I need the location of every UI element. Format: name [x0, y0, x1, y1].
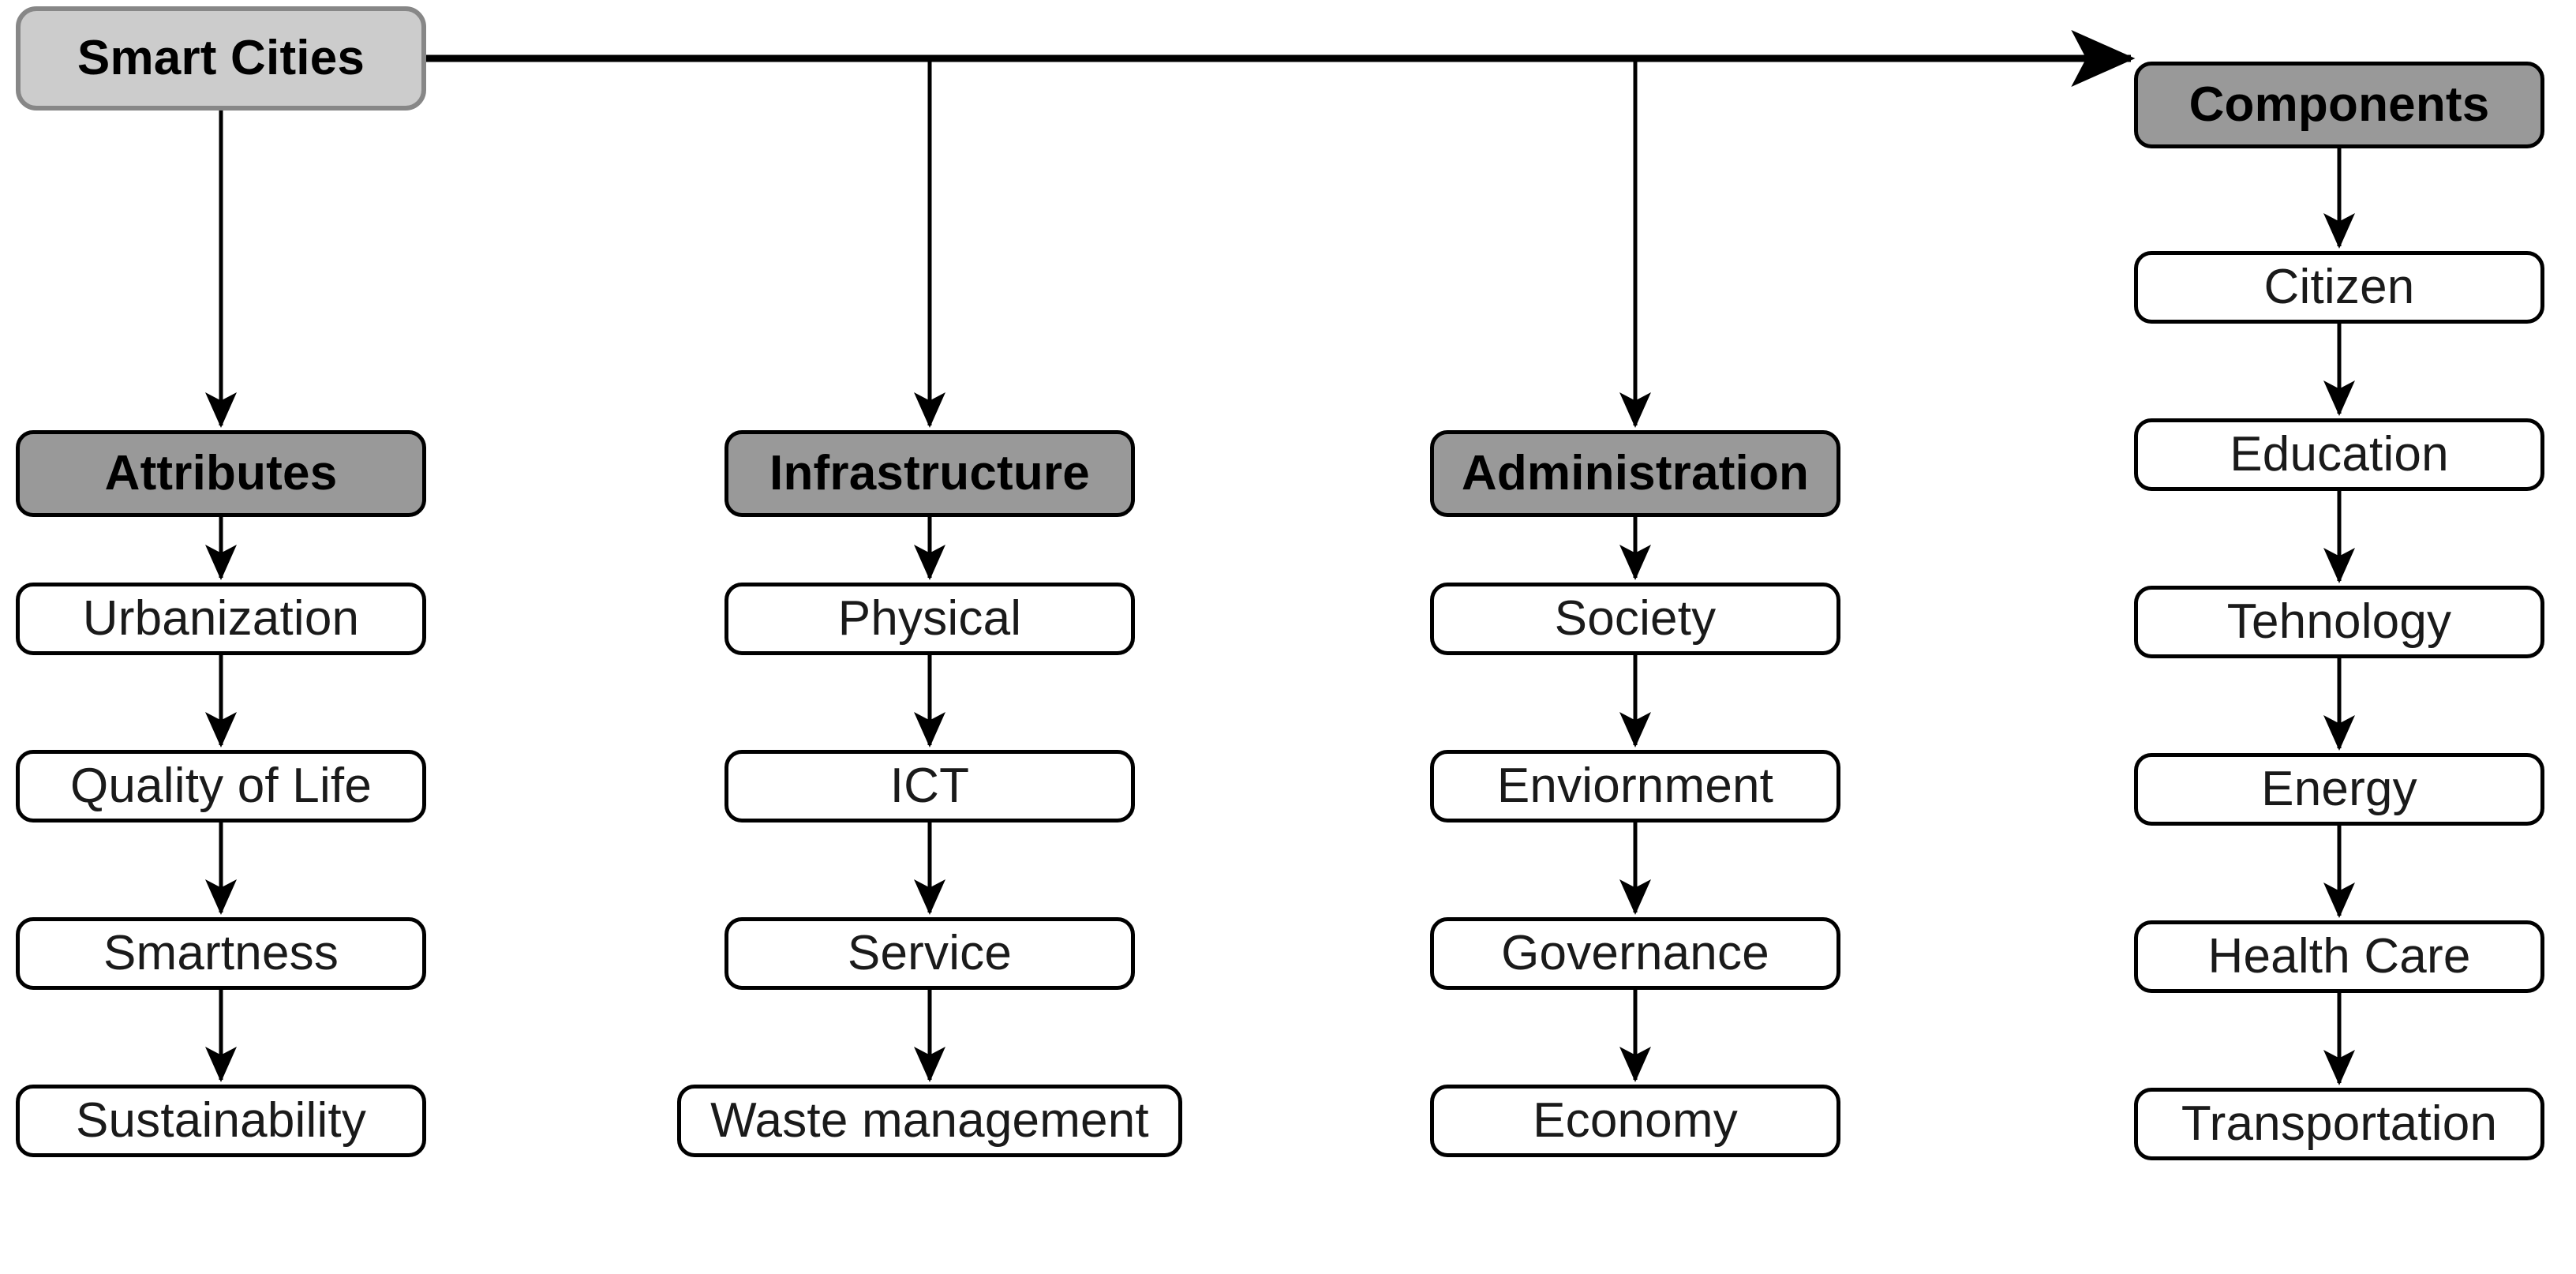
node-waste-management-label: Waste management: [710, 1093, 1149, 1148]
node-education[interactable]: Education: [2134, 418, 2544, 491]
node-urbanization[interactable]: Urbanization: [16, 583, 426, 655]
node-society-label: Society: [1554, 591, 1717, 646]
node-attributes-label: Attributes: [104, 446, 338, 500]
node-quality-of-life[interactable]: Quality of Life: [16, 750, 426, 822]
node-smart-cities[interactable]: Smart Cities: [16, 6, 426, 111]
node-quality-of-life-label: Quality of Life: [69, 759, 373, 813]
node-enviornment-label: Enviornment: [1496, 759, 1774, 813]
node-enviornment[interactable]: Enviornment: [1430, 750, 1840, 822]
node-service[interactable]: Service: [724, 917, 1135, 990]
node-tehnology-label: Tehnology: [2226, 594, 2452, 649]
node-sustainability[interactable]: Sustainability: [16, 1085, 426, 1157]
node-health-care-label: Health Care: [2207, 929, 2471, 984]
node-economy[interactable]: Economy: [1430, 1085, 1840, 1157]
node-governance-label: Governance: [1501, 926, 1769, 980]
node-administration-label: Administration: [1461, 446, 1810, 500]
node-tehnology[interactable]: Tehnology: [2134, 586, 2544, 658]
node-health-care[interactable]: Health Care: [2134, 920, 2544, 993]
edges: [205, 30, 2355, 1086]
node-smartness-label: Smartness: [103, 926, 339, 980]
node-components-label: Components: [2188, 77, 2490, 132]
node-urbanization-label: Urbanization: [82, 591, 360, 646]
node-education-label: Education: [2230, 427, 2449, 481]
node-ict[interactable]: ICT: [724, 750, 1135, 822]
node-physical-label: Physical: [837, 591, 1022, 646]
node-economy-label: Economy: [1533, 1093, 1738, 1148]
node-smart-cities-label: Smart Cities: [77, 31, 365, 85]
node-sustainability-label: Sustainability: [75, 1093, 367, 1148]
node-transportation-label: Transportation: [2181, 1096, 2498, 1151]
node-citizen-label: Citizen: [2263, 260, 2415, 314]
node-transportation[interactable]: Transportation: [2134, 1088, 2544, 1160]
node-service-label: Service: [847, 926, 1013, 980]
node-waste-management[interactable]: Waste management: [677, 1085, 1182, 1157]
node-governance[interactable]: Governance: [1430, 917, 1840, 990]
node-energy[interactable]: Energy: [2134, 753, 2544, 826]
node-administration[interactable]: Administration: [1430, 430, 1840, 517]
node-energy-label: Energy: [2261, 762, 2417, 816]
node-physical[interactable]: Physical: [724, 583, 1135, 655]
node-ict-label: ICT: [889, 759, 970, 813]
node-society[interactable]: Society: [1430, 583, 1840, 655]
node-smartness[interactable]: Smartness: [16, 917, 426, 990]
node-attributes[interactable]: Attributes: [16, 430, 426, 517]
node-citizen[interactable]: Citizen: [2134, 251, 2544, 324]
node-components[interactable]: Components: [2134, 62, 2544, 148]
node-infrastructure[interactable]: Infrastructure: [724, 430, 1135, 517]
node-infrastructure-label: Infrastructure: [769, 446, 1090, 500]
